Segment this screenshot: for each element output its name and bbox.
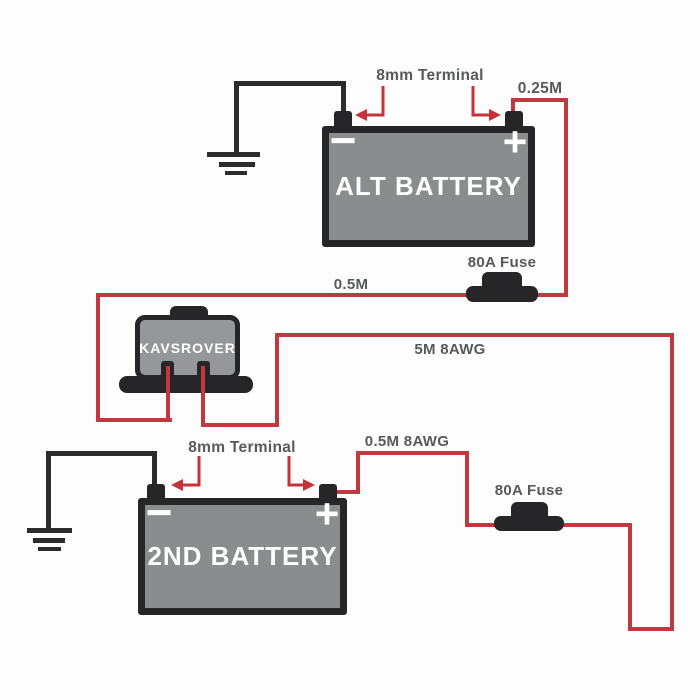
- bottom-fuse-base: [494, 516, 564, 531]
- top-wire-length-label: 0.25M: [517, 80, 563, 97]
- second-positive-wire-top: [356, 451, 469, 455]
- second-negative-wire-horizontal: [46, 451, 157, 456]
- ground-bar-2: [219, 162, 255, 167]
- bottom-fuse-label: 80A Fuse: [494, 482, 564, 499]
- alt-battery-negative-terminal: [334, 111, 352, 128]
- alt-battery-label: ALT BATTERY: [335, 171, 522, 201]
- alt-battery-plus-symbol: +: [502, 118, 528, 165]
- isolator-label: KAVSROVER: [139, 339, 236, 356]
- isolator-left-wire-run: [96, 418, 172, 422]
- long-wire-label: 5M 8AWG: [414, 341, 486, 358]
- isolator-input-wire: [96, 293, 568, 297]
- second-battery-plus-symbol: +: [314, 490, 340, 537]
- long-wire-bottom-link: [628, 627, 674, 631]
- terminal-arrow-right-icon: [471, 86, 501, 121]
- isolator-left-terminal-wire: [166, 366, 170, 422]
- ground-bar-3: [225, 171, 247, 175]
- terminal-arrow-left-bottom-icon: [171, 456, 201, 491]
- alt-negative-wire-horizontal: [234, 81, 346, 86]
- top-terminal-label: 8mm Terminal: [376, 67, 484, 84]
- second-ground-wire-vertical: [46, 451, 51, 531]
- second-battery-negative-terminal: [147, 484, 165, 501]
- mid-wire-length-label: 0.5M: [333, 276, 369, 293]
- isolator-left-wire-drop: [96, 293, 100, 422]
- second-negative-wire-vertical: [152, 451, 157, 486]
- alt-positive-wire-riser: [511, 98, 515, 116]
- isolator-right-terminal-wire: [201, 366, 205, 427]
- terminal-arrow-right-bottom-icon: [287, 456, 315, 491]
- bottom-terminal-label: 8mm Terminal: [188, 439, 296, 456]
- alt-battery: ALT BATTERY: [322, 126, 535, 247]
- second-positive-wire-drop: [465, 451, 469, 527]
- alt-battery-minus-symbol: −: [329, 114, 357, 166]
- long-wire-top: [275, 333, 674, 337]
- second-battery-minus-symbol: −: [145, 486, 173, 538]
- top-fuse-base: [466, 286, 538, 302]
- second-battery: 2ND BATTERY: [138, 498, 347, 615]
- isolator-body: KAVSROVER: [135, 315, 240, 380]
- bottom-wire-label: 0.5M 8AWG: [364, 433, 450, 450]
- long-wire-riser: [275, 333, 279, 427]
- top-fuse-label: 80A Fuse: [467, 254, 537, 271]
- isolator-base: [119, 376, 253, 393]
- top-fuse-cap: [482, 272, 522, 288]
- bottom-fuse-output-drop: [628, 523, 632, 631]
- second-battery-positive-terminal: [319, 484, 337, 501]
- alt-positive-wire-top: [511, 98, 568, 102]
- second-positive-wire-riser: [356, 451, 360, 494]
- bottom-fuse-cap: [511, 502, 548, 518]
- terminal-arrow-left-icon: [355, 86, 385, 121]
- alt-ground-wire-vertical: [234, 81, 239, 156]
- second-positive-wire-stub: [326, 490, 360, 494]
- alt-negative-wire-vertical: [341, 81, 346, 114]
- isolator-right-wire-run: [201, 423, 279, 427]
- ground-bar-1: [207, 152, 260, 157]
- ground-bottom-bar-2: [33, 538, 65, 543]
- second-battery-label: 2ND BATTERY: [147, 541, 338, 571]
- alt-battery-positive-terminal: [505, 111, 523, 128]
- long-wire-right-drop: [670, 333, 674, 631]
- ground-bottom-bar-3: [38, 547, 61, 551]
- alt-positive-wire-drop: [564, 98, 568, 297]
- ground-bottom-bar-1: [27, 528, 72, 533]
